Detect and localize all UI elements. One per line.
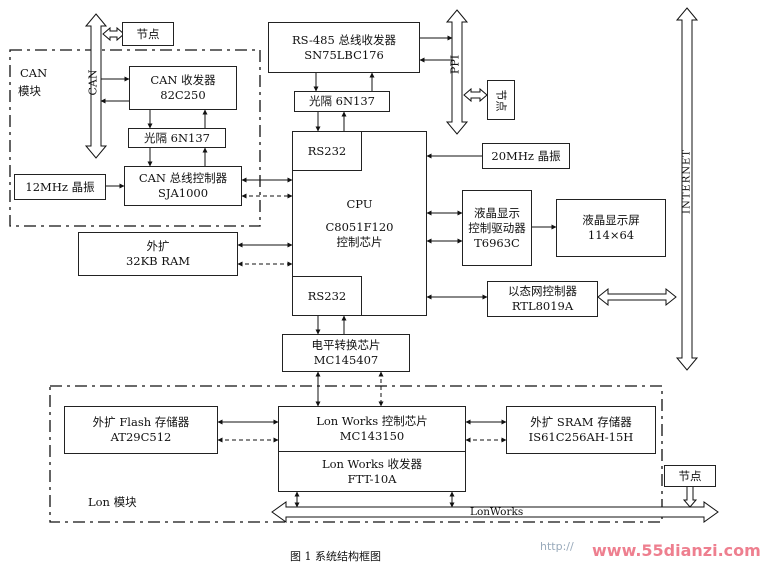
lonworks-bus-arrow [271, 501, 719, 523]
lon-node-label: 节点 [678, 468, 702, 483]
lon-controller-part: MC143150 [339, 429, 405, 443]
can-module-label-en: CAN [20, 66, 48, 80]
can-controller-part: SJA1000 [157, 186, 209, 200]
can-bus-arrow [84, 13, 108, 159]
can-transceiver-part: 82C250 [160, 88, 206, 102]
lcd-driver-part: T6963C [474, 235, 520, 250]
system-diagram: CAN 模块 CAN 节点 CAN 收发器 82C250 光隔 6N137 CA… [9, 7, 761, 563]
sram-memory-part: IS61C256AH-15H [528, 430, 634, 444]
cpu-title: CPU [346, 197, 373, 211]
rs485-optocoupler-box: 光隔 6N137 [294, 91, 390, 112]
cpu-rs232-top-box: RS232 [292, 131, 362, 171]
can-node-link [102, 26, 125, 42]
cpu-part: C8051F120 [325, 220, 394, 234]
lcd-driver-box: 液晶显示 控制驱动器 T6963C [462, 190, 532, 266]
external-ram-box: 外扩 32KB RAM [78, 232, 238, 276]
lon-transceiver-box: Lon Works 收发器 FTT-10A [278, 452, 466, 492]
ppi-bus-arrow [445, 9, 469, 135]
ppi-bus-label: PPI [448, 54, 462, 75]
lcd-screen-size: 114×64 [587, 228, 635, 242]
ethernet-controller-box: 以态网控制器 RTL8019A [487, 281, 598, 317]
can-module-label-cn: 模块 [18, 84, 41, 98]
level-converter-box: 电平转换芯片 MC145407 [282, 334, 410, 372]
level-converter-part: MC145407 [313, 353, 379, 367]
cpu-crystal-label: 20MHz 晶振 [491, 148, 561, 163]
lcd-screen-box: 液晶显示屏 114×64 [556, 199, 666, 257]
can-node-label: 节点 [136, 26, 160, 41]
can-optocoupler-box: 光隔 6N137 [128, 128, 226, 148]
ethernet-controller-name: 以态网控制器 [508, 284, 577, 298]
ethernet-link [597, 287, 677, 307]
lon-controller-box: Lon Works 控制芯片 MC143150 [278, 406, 466, 452]
internet-bus-arrow [675, 7, 699, 371]
lon-controller-name: Lon Works 控制芯片 [316, 414, 428, 428]
cpu-desc: 控制芯片 [336, 235, 383, 249]
ppi-node-label: 节点 [494, 89, 508, 111]
flash-memory-name: 外扩 Flash 存储器 [92, 415, 190, 429]
external-ram-size: 32KB RAM [125, 254, 191, 268]
sram-memory-name: 外扩 SRAM 存储器 [530, 415, 632, 429]
rs485-transceiver-box: RS-485 总线收发器 SN75LBC176 [268, 22, 420, 73]
cpu-rs232-bottom-label: RS232 [307, 288, 347, 303]
lon-transceiver-name: Lon Works 收发器 [321, 456, 423, 471]
flash-memory-part: AT29C512 [110, 430, 172, 444]
can-module-region [9, 49, 261, 227]
lon-transceiver-part: FTT-10A [347, 471, 397, 486]
connector-layer [9, 7, 719, 523]
rs485-transceiver-part: SN75LBC176 [304, 47, 384, 62]
lcd-driver-line1: 液晶显示 [474, 205, 520, 220]
can-node-box: 节点 [122, 22, 174, 46]
can-crystal-label: 12MHz 晶振 [25, 179, 95, 194]
rs485-optocoupler-label: 光隔 6N137 [309, 94, 375, 108]
watermark-site: www.55dianzi.com [592, 541, 761, 560]
ppi-node-link [463, 87, 488, 103]
lon-node-box: 节点 [664, 465, 716, 487]
rs485-transceiver-name: RS-485 总线收发器 [292, 32, 396, 47]
can-bus-label: CAN [86, 69, 100, 96]
can-controller-name: CAN 总线控制器 [138, 171, 228, 185]
lon-module-region [49, 385, 663, 523]
level-converter-name: 电平转换芯片 [311, 338, 381, 352]
cpu-rs232-bottom-box: RS232 [292, 276, 362, 316]
figure-caption: 图 1 系统结构框图 [290, 550, 381, 563]
lcd-screen-name: 液晶显示屏 [582, 213, 640, 227]
lon-module-label: Lon 模块 [88, 495, 137, 509]
ethernet-controller-part: RTL8019A [511, 299, 574, 313]
ppi-node-box: 节点 [487, 80, 515, 120]
cpu-rs232-top-label: RS232 [307, 143, 347, 158]
flash-memory-box: 外扩 Flash 存储器 AT29C512 [64, 406, 218, 454]
can-transceiver-name: CAN 收发器 [150, 73, 216, 87]
can-optocoupler-label: 光隔 6N137 [144, 130, 210, 145]
watermark-prefix: http:// [540, 540, 574, 553]
lcd-driver-line2: 控制驱动器 [468, 220, 526, 235]
lonworks-bus-label: LonWorks [470, 506, 524, 518]
can-crystal-box: 12MHz 晶振 [14, 174, 106, 200]
can-transceiver-box: CAN 收发器 82C250 [129, 66, 237, 110]
can-controller-box: CAN 总线控制器 SJA1000 [124, 166, 242, 206]
external-ram-name: 外扩 [146, 239, 170, 253]
internet-bus-label: INTERNET [681, 149, 693, 214]
cpu-crystal-box: 20MHz 晶振 [482, 143, 570, 169]
sram-memory-box: 外扩 SRAM 存储器 IS61C256AH-15H [506, 406, 656, 454]
